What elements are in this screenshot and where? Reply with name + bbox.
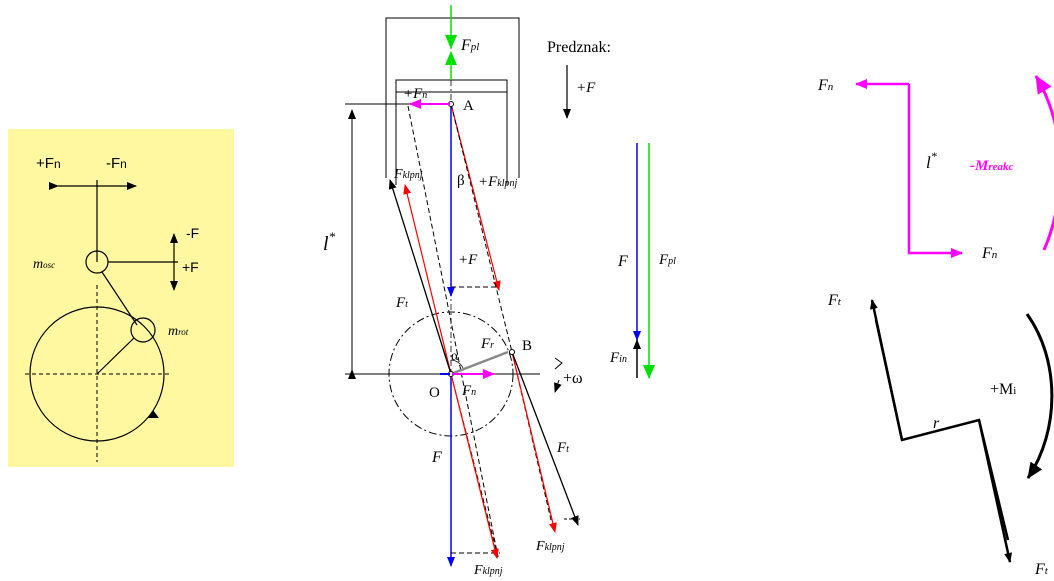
rod-parallel-left (407, 105, 499, 558)
f-t-bottom-label: Ft (1034, 561, 1049, 578)
f-bottom-label: F (431, 449, 442, 466)
plus-fn-label: +Fn (36, 155, 61, 172)
plus-f-mid-label: +F (458, 252, 478, 268)
plus-m-i-label: +Mi (990, 381, 1016, 398)
left-panel: +Fn -Fn -F +F mosc mrot (8, 129, 234, 467)
f-n-top-label: Fn (817, 77, 834, 94)
middle-panel: Fpl Predznak: +F +Fn A l* Fklpnj β +Fklp… (323, 5, 676, 578)
fn-couple-path (907, 84, 958, 255)
f-klpnj-left-label: Fklpnj (393, 167, 423, 182)
minus-f-label: -F (186, 225, 199, 241)
omega-arrow (554, 379, 562, 393)
f-pl-label: Fpl (460, 37, 479, 54)
omega-arc (554, 357, 563, 370)
predznak-plus-f: +F (576, 80, 596, 96)
point-o-label: O (429, 385, 440, 401)
f-t-right-label: Ft (556, 440, 569, 456)
beta-label: β (457, 173, 465, 189)
crank-arm-left (96, 337, 135, 375)
m-reakc-label: -Mreakc (970, 158, 1014, 174)
f-t-top-label: Ft (827, 292, 842, 309)
r-label: r (933, 415, 940, 432)
minus-fn-label: -Fn (106, 155, 127, 172)
m-i-arc (1025, 313, 1054, 479)
plus-f-label: +F (182, 259, 199, 275)
f-t-bottom-arrow (977, 419, 1012, 563)
f-n-bottom-label: Fn (461, 383, 476, 399)
l-star-label: l* (323, 229, 336, 255)
m-rot-label: mrot (168, 324, 189, 339)
rotation-arrowhead-left (148, 410, 159, 418)
m-reakc-arc (1034, 75, 1054, 251)
f-klpnj-right-label: Fklpnj (535, 539, 565, 554)
m-osc-label: mosc (33, 257, 55, 272)
f-klpnj-red-bottom (450, 373, 499, 559)
f-klpnj-red-left (403, 184, 452, 375)
l-star-right-label: l* (926, 149, 937, 172)
plus-omega-label: +ω (563, 370, 583, 387)
right-panel: Fn l* -Mreakc Fn Ft r +Mi Ft (817, 75, 1054, 578)
f-t-black-right (511, 351, 579, 526)
r-zigzag (874, 319, 1010, 541)
f-t-top-arrow (869, 299, 904, 441)
f-klpnj-bottom-label: Fklpnj (473, 563, 503, 578)
plus-fn-top-label: +Fn (403, 86, 427, 102)
predznak-label: Predznak: (547, 39, 611, 56)
f-t-black-left (388, 179, 452, 375)
cylinder-outline (385, 17, 520, 178)
side-f-label: F (617, 253, 628, 270)
f-klpnj-red-right (511, 351, 557, 533)
side-f-pl-label: Fpl (658, 252, 676, 268)
f-n-bottom-right-label: Fn (981, 245, 998, 262)
point-b-label: B (522, 338, 532, 354)
point-a-label: A (463, 98, 474, 114)
crank-radius-ob (450, 350, 509, 376)
alpha-label: α (451, 349, 459, 364)
left-panel-background (8, 129, 234, 467)
m-rot-circle (130, 317, 156, 343)
point-b (509, 349, 515, 355)
alpha-arc (450, 359, 464, 369)
f-r-label: Fr (480, 336, 494, 352)
side-f-in-label: Fin (609, 350, 627, 366)
rod-a-b (450, 103, 513, 353)
plus-f-klpnj-label: +Fklpnj (478, 174, 518, 190)
f-t-left-label: Ft (395, 295, 408, 311)
